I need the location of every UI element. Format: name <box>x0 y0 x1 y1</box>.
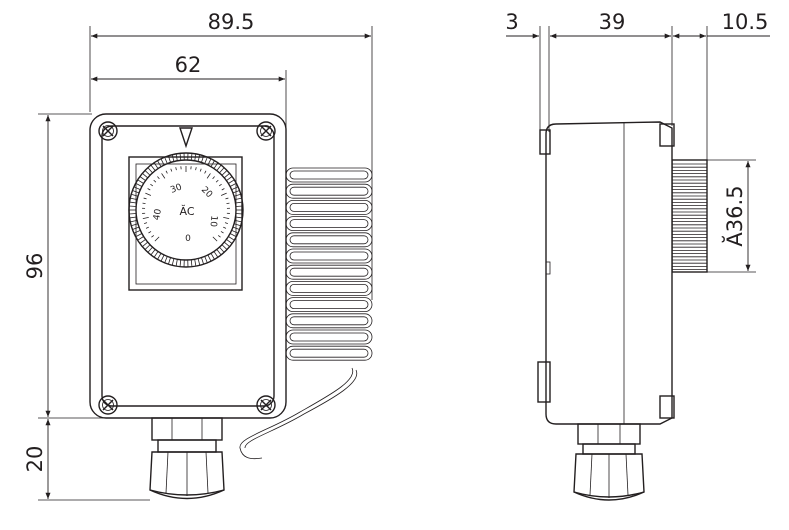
side-tab-bottom <box>537 361 551 403</box>
dial-face <box>135 159 237 261</box>
dial-knurl <box>128 152 244 268</box>
screw-top-left <box>98 121 118 141</box>
dial-label-30: 30 <box>169 182 183 195</box>
dim-knob-depth: 10.5 <box>722 10 769 34</box>
side-body <box>545 121 673 425</box>
dim-overall-width: 89.5 <box>208 10 255 34</box>
dim-gland-height: 20 <box>23 446 47 473</box>
capillary-coil <box>285 167 373 361</box>
side-knob-knurl <box>672 163 707 271</box>
dim-side-depth: 39 <box>599 10 626 34</box>
dial-ticks <box>142 166 230 242</box>
dial-label-10: 10 <box>207 215 218 228</box>
screw-bottom-right <box>256 395 276 415</box>
cable-gland-side <box>573 423 645 501</box>
capillary-wire <box>239 367 354 460</box>
front-view: 40 30 20 10 0 ĂC <box>89 113 373 500</box>
screw-bottom-left <box>98 395 118 415</box>
dial-label-40: 40 <box>152 208 164 221</box>
side-tab-top <box>539 129 551 155</box>
housing-inner <box>101 125 275 407</box>
dim-body-height: 96 <box>23 253 47 280</box>
side-dimensions: 3 39 10.5 Ă36.5 <box>505 10 770 273</box>
front-dimensions: 89.5 62 96 20 <box>23 10 373 501</box>
dial-label-0: 0 <box>185 234 191 244</box>
dial-unit: ĂC <box>179 205 194 218</box>
dim-side-offset: 3 <box>505 10 518 34</box>
dim-knob-diameter: Ă36.5 <box>721 185 747 246</box>
screw-top-right <box>256 121 276 141</box>
indicator-triangle <box>179 127 193 149</box>
side-view <box>537 121 708 501</box>
dim-body-width: 62 <box>175 53 202 77</box>
cable-gland-front <box>149 417 225 500</box>
